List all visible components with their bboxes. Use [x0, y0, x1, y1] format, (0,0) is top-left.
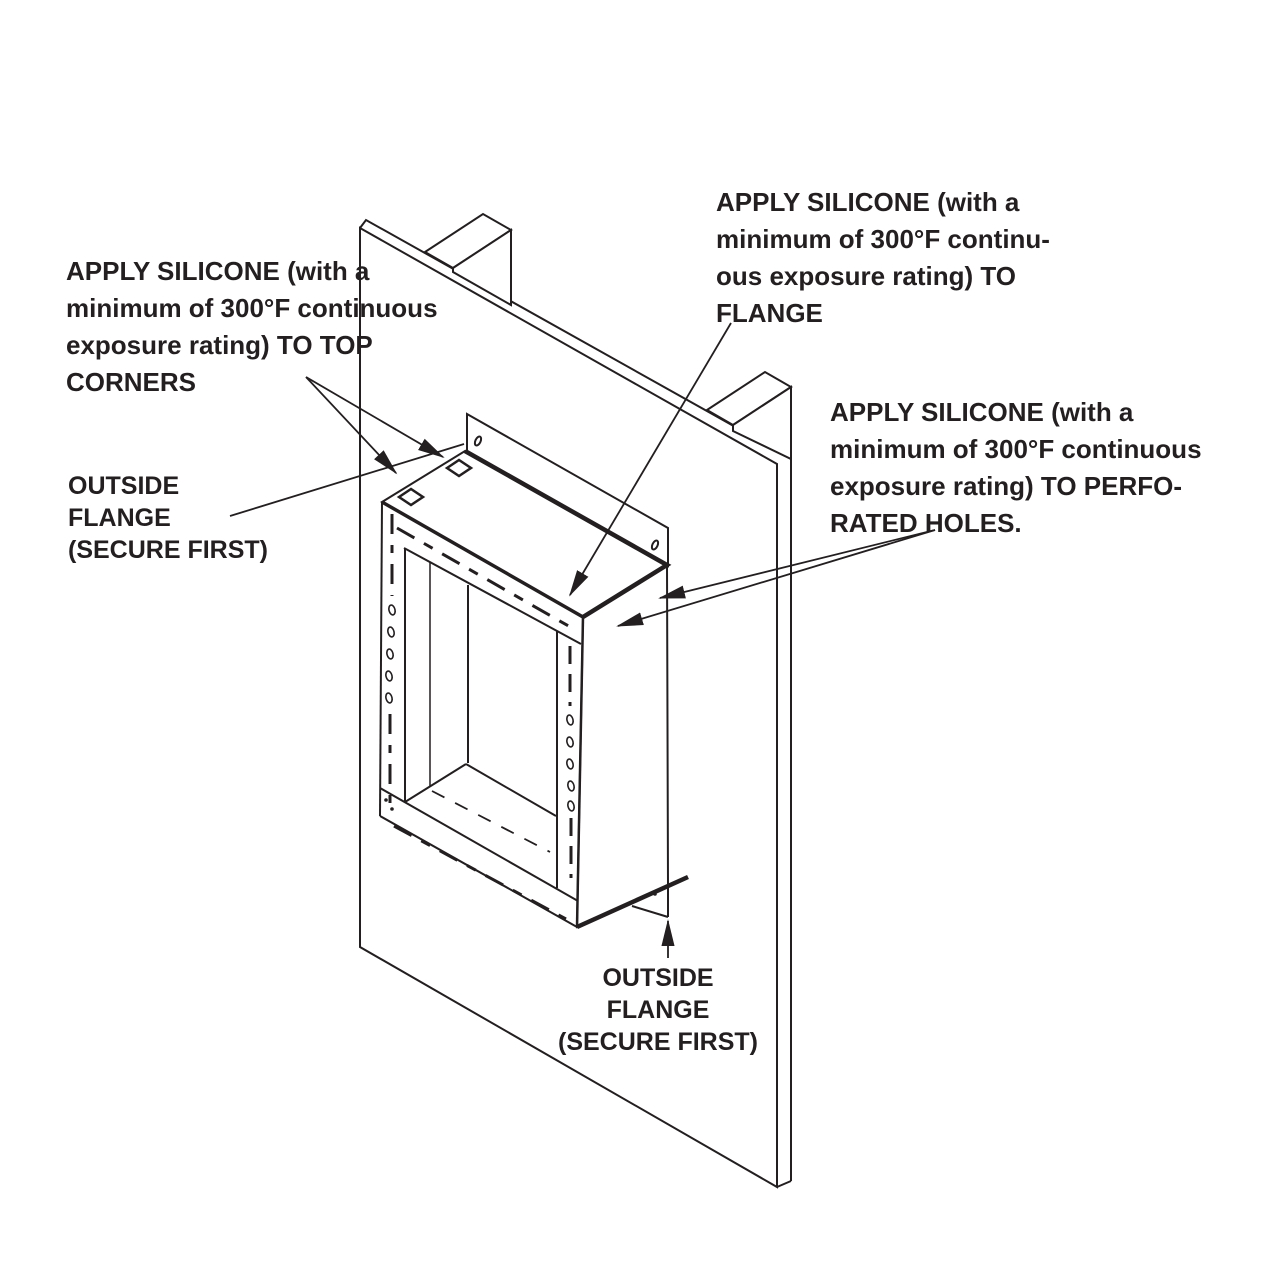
- label-line: exposure rating) TO PERFO-: [830, 471, 1183, 501]
- flange-inner-bottom-edge: [379, 787, 579, 902]
- label-line: (SECURE FIRST): [558, 1028, 758, 1056]
- perforation-chain-top: [396, 526, 573, 630]
- wall-bottom-corner: [776, 1180, 792, 1188]
- perforation-dot-2: [390, 807, 394, 811]
- flange-hole-right: [650, 539, 660, 551]
- label-line: exposure rating) TO TOP: [66, 330, 373, 360]
- sleeve-front-right-edge: [575, 616, 585, 928]
- label-line: OUTSIDE: [68, 472, 180, 500]
- label-line: FLANGE: [606, 996, 710, 1024]
- interior-rear-bottom-edge: [465, 763, 557, 817]
- arrow-perforated-2: [616, 529, 936, 627]
- outside-flange-bottom-corner: [631, 886, 669, 918]
- label-line: FLANGE: [716, 298, 823, 328]
- label-line: CORNERS: [66, 367, 197, 397]
- label-line: (SECURE FIRST): [68, 536, 268, 564]
- flange-hole-left: [473, 435, 483, 447]
- sleeve-right-face: [575, 563, 670, 929]
- stud-left-front-face: [452, 228, 512, 307]
- label-line: OUTSIDE: [602, 964, 714, 992]
- label-outside-flange-bottom: OUTSIDE FLANGE (SECURE FIRST): [558, 962, 758, 1058]
- label-line: minimum of 300°F continuous: [830, 434, 1202, 464]
- label-line: APPLY SILICONE (with a: [830, 397, 1134, 427]
- leader-arrows: [229, 322, 936, 958]
- perforation-holes-right: [566, 714, 575, 812]
- leader-outside-flange-left: [229, 443, 465, 517]
- stud-right: [705, 370, 793, 461]
- sleeve-bottom-edge: [576, 874, 689, 930]
- sleeve-top-front-edge: [381, 500, 584, 619]
- interior-floor-seam: [431, 790, 551, 853]
- perforation-dot-1: [384, 798, 388, 802]
- opening-interior: [404, 562, 557, 853]
- arrow-top-corner-2: [305, 376, 445, 458]
- label-line: APPLY SILICONE (with a: [716, 187, 1020, 217]
- label-apply-silicone-top-corners: APPLY SILICONE (with a minimum of 300°F …: [66, 253, 438, 401]
- flap-hole-dot: [653, 892, 657, 896]
- label-line: APPLY SILICONE (with a: [66, 256, 370, 286]
- perforation-chain-bottom: [393, 824, 567, 921]
- interior-floor-left-edge: [404, 763, 467, 803]
- sleeve-top-rear-edge: [463, 449, 672, 619]
- flange-outer-left-edge: [379, 501, 383, 817]
- front-flange-frame: [379, 501, 582, 928]
- silicone-pad-front-corner: [396, 487, 426, 507]
- stud-right-front-face: [732, 385, 792, 461]
- label-outside-flange-left: OUTSIDE FLANGE (SECURE FIRST): [68, 470, 268, 566]
- sleeve-box: [380, 449, 689, 930]
- label-line: ous exposure rating) TO: [716, 261, 1017, 291]
- label-apply-silicone-flange: APPLY SILICONE (with a minimum of 300°F …: [716, 184, 1050, 332]
- wall-top-edge: [359, 218, 790, 458]
- perforation-holes-left: [385, 604, 396, 704]
- silicone-pad-rear-corner: [444, 458, 474, 478]
- stud-left: [423, 212, 513, 307]
- arrow-to-flange: [569, 322, 732, 597]
- label-apply-silicone-perforated-holes: APPLY SILICONE (with a minimum of 300°F …: [830, 394, 1202, 542]
- label-line: RATED HOLES.: [830, 508, 1022, 538]
- label-line: minimum of 300°F continu-: [716, 224, 1050, 254]
- arrow-top-corner-1: [305, 376, 398, 475]
- perforation-chains: [384, 514, 575, 921]
- flange-inner-top-edge: [403, 547, 582, 645]
- label-line: FLANGE: [68, 504, 171, 532]
- flap-diagonal-edge: [631, 905, 669, 918]
- label-line: minimum of 300°F continuous: [66, 293, 438, 323]
- arrow-perforated-1: [658, 529, 936, 599]
